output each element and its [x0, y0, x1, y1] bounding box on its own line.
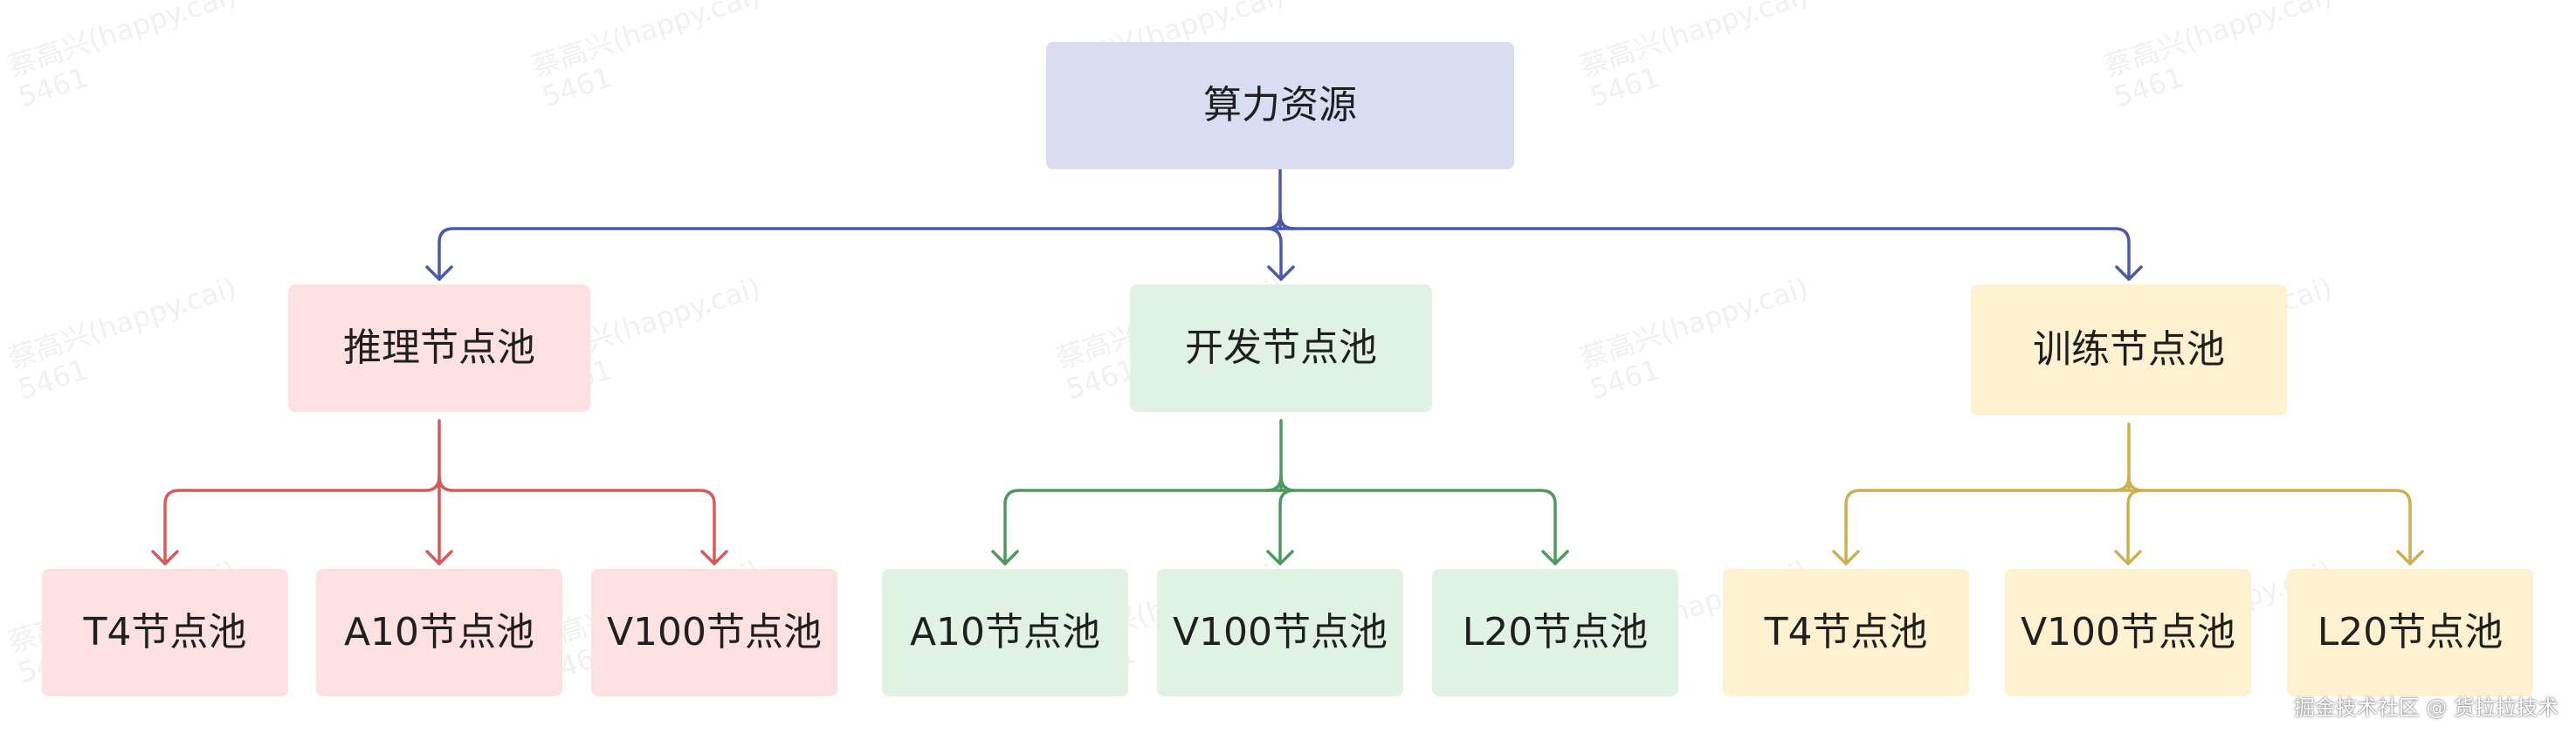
leaf-node-development-2[interactable]: V100节点池 [1157, 569, 1403, 696]
root-connector-arrowhead-1 [425, 265, 453, 281]
leaf-node-inference-3[interactable]: V100节点池 [591, 569, 837, 696]
leaf-node-label: V100节点池 [606, 610, 823, 654]
group-node-label: 开发节点池 [1185, 325, 1377, 370]
group-connector-2-arrowhead-2 [1266, 550, 1294, 565]
leaf-node-training-3[interactable]: L20节点池 [2287, 569, 2533, 696]
group-node-label: 推理节点池 [343, 325, 535, 370]
root-node-label: 算力资源 [1203, 83, 1357, 127]
leaf-node-label: T4节点池 [1764, 610, 1928, 654]
footer-credit: 掘金技术社区 @ 货拉拉技术 [2293, 695, 2559, 720]
leaf-node-label: V100节点池 [1172, 610, 1388, 654]
leaf-node-development-1[interactable]: A10节点池 [882, 569, 1128, 696]
connector-lines [151, 168, 2424, 565]
group-node-inference[interactable]: 推理节点池 [288, 284, 590, 412]
group-connector-3-arrowhead-3 [2396, 550, 2424, 565]
group-connector-2-arrowhead-1 [991, 550, 1019, 565]
group-node-label: 训练节点池 [2033, 327, 2225, 372]
leaf-node-label: L20节点池 [2317, 610, 2504, 654]
leaf-node-development-3[interactable]: L20节点池 [1432, 569, 1678, 696]
leaf-node-inference-2[interactable]: A10节点池 [316, 569, 562, 696]
group-connector-2-branch-3 [1279, 475, 1557, 565]
root-connector-arrowhead-2 [1267, 265, 1295, 281]
leaf-node-label: V100节点池 [2020, 610, 2236, 654]
leaf-node-label: A10节点池 [909, 610, 1101, 654]
leaf-node-training-1[interactable]: T4节点池 [1723, 569, 1969, 696]
group-connector-3-branch-1 [1844, 475, 2131, 565]
group-node-development[interactable]: 开发节点池 [1130, 284, 1432, 412]
leaf-node-training-2[interactable]: V100节点池 [2005, 569, 2251, 696]
root-node[interactable]: 算力资源 [1046, 42, 1514, 169]
root-connector-branch-3 [1278, 213, 2131, 281]
root-connector-arrowhead-3 [2115, 265, 2143, 281]
leaf-node-label: A10节点池 [343, 610, 535, 654]
leaf-node-label: L20节点池 [1462, 610, 1649, 654]
group-connector-3-branch-3 [2127, 475, 2412, 565]
group-connector-1-branch-3 [437, 475, 716, 565]
group-connector-3-arrowhead-2 [2114, 550, 2142, 565]
group-node-training[interactable]: 训练节点池 [1971, 284, 2287, 415]
leaf-node-inference-1[interactable]: T4节点池 [42, 569, 288, 696]
leaf-node-label: T4节点池 [83, 610, 247, 654]
group-connector-1-arrowhead-2 [425, 550, 453, 565]
group-connector-3-arrowhead-1 [1832, 550, 1860, 565]
group-connector-1-arrowhead-3 [700, 550, 728, 565]
group-connector-2-arrowhead-3 [1541, 550, 1569, 565]
group-connector-2-branch-1 [1003, 475, 1283, 565]
group-connector-1-branch-1 [163, 475, 441, 565]
group-connector-1-arrowhead-1 [151, 550, 179, 565]
root-connector-branch-1 [437, 213, 1282, 281]
